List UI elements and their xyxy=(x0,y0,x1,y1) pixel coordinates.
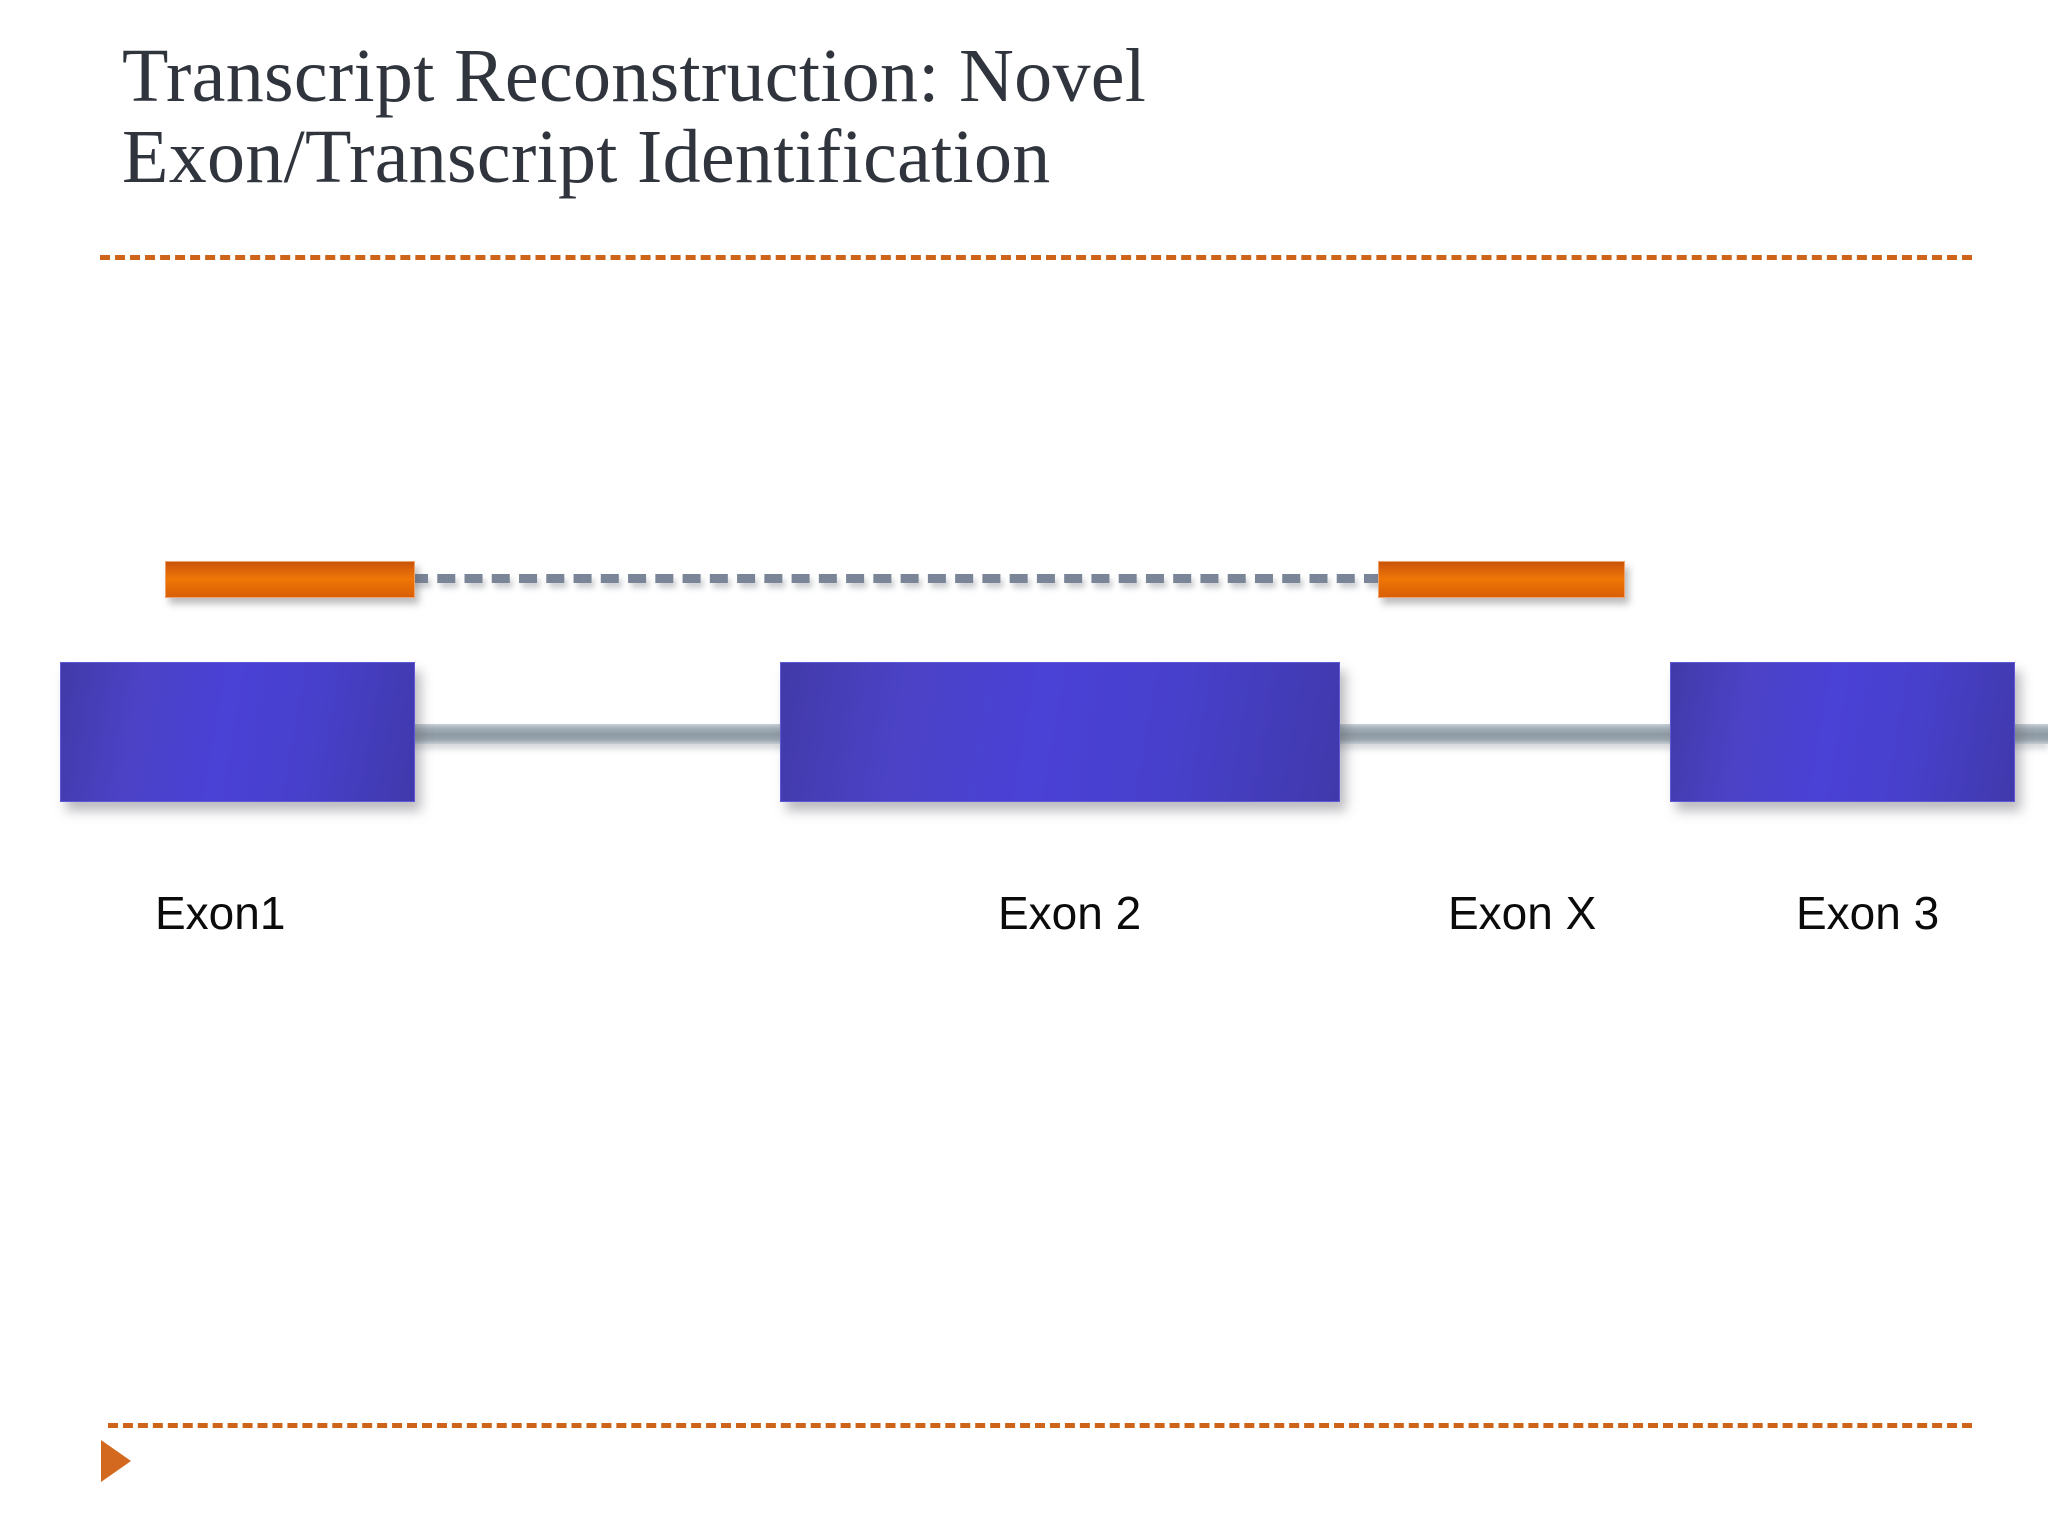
novel-transcript-dashed-connector xyxy=(410,574,1382,583)
exon-label-2: Exon 2 xyxy=(998,887,1142,939)
intron-connector-1-2 xyxy=(380,724,800,744)
exon-box-3 xyxy=(1670,662,2015,802)
top-accent-divider xyxy=(100,255,1972,260)
exon-box-2 xyxy=(780,662,1340,802)
exon-label-3: Exon 3 xyxy=(1796,887,1940,939)
novel-exon-x-bar xyxy=(1378,561,1625,598)
exon-box-1 xyxy=(60,662,415,802)
page-title: Transcript Reconstruction: Novel Exon/Tr… xyxy=(122,34,1147,200)
bottom-accent-divider xyxy=(108,1423,1972,1428)
exon-label-1: Exon1 xyxy=(155,887,286,939)
orange-triangle-bullet-icon xyxy=(101,1440,131,1482)
intron-connector-2-3 xyxy=(1320,724,1690,744)
novel-exon-left-bar xyxy=(165,561,415,598)
exon-label-x: Exon X xyxy=(1448,887,1597,939)
